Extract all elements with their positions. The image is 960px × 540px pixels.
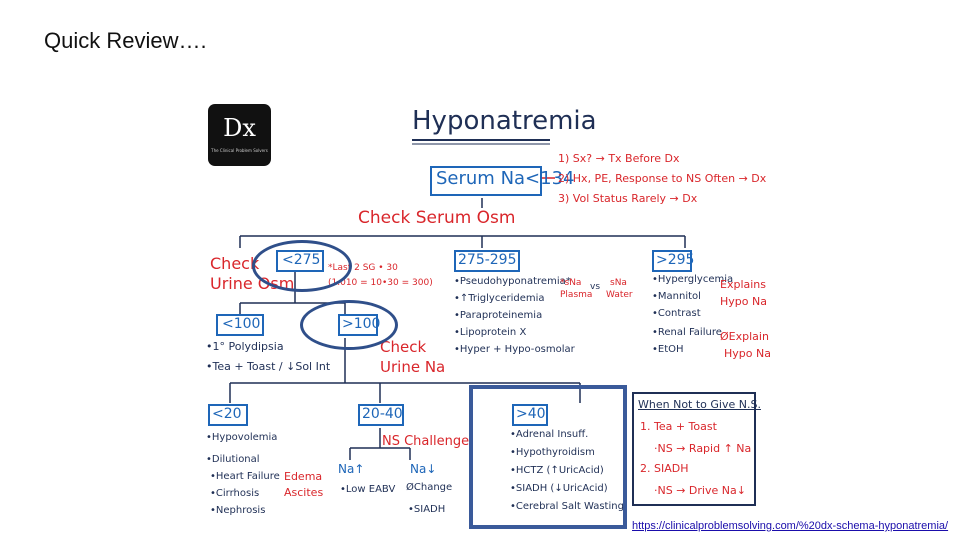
gt40-item-3: •HCTZ (↑UricAcid) (510, 465, 604, 476)
lt100-item-1: •1° Polydipsia (206, 340, 284, 353)
logo-subtitle: The Clinical Problem Solvers (211, 148, 268, 153)
ns-box-item-3: 2. SIADH (640, 462, 689, 475)
logo-text: Dx (223, 114, 256, 142)
lt20-label: <20 (212, 406, 242, 422)
lt100-item-2: •Tea + Toast / ↓Sol Int (206, 360, 331, 373)
plasma-label: Plasma (560, 290, 593, 300)
gt295-item-5: •EtOH (652, 344, 684, 355)
gt40-item-5: •Cerebral Salt Wasting (510, 501, 624, 512)
lt100-label: <100 (222, 316, 261, 332)
lt275-note-1: *Last 2 SG • 30 (328, 263, 398, 273)
serum-na-label: Serum Na<134 (436, 168, 575, 189)
hyponatremia-diagram: Dx The Clinical Problem Solvers Hyponatr… (200, 98, 771, 530)
gt40-item-1: •Adrenal Insuff. (510, 429, 589, 440)
no-explain-2: Hypo Na (724, 347, 771, 360)
lt100-box (216, 314, 264, 336)
gt295-item-2: •Mannitol (652, 291, 701, 302)
gt40-item-2: •Hypothyroidism (510, 447, 595, 458)
check-urine-osm-1: Check (210, 254, 260, 273)
lt20-item-2: •Dilutional (206, 454, 260, 465)
na-down-item-1: ØChange (406, 482, 453, 493)
lt20-item-3: •Heart Failure (210, 471, 280, 482)
no-explain-1: ØExplain (720, 330, 769, 343)
lt275-note-2: (1.010 = 10•30 = 300) (328, 278, 433, 288)
ascites-label: Ascites (284, 486, 324, 499)
range-item-5: •Hyper + Hypo-osmolar (454, 344, 575, 355)
gt295-item-4: •Renal Failure (652, 327, 722, 338)
lt20-item-4: •Cirrhosis (210, 488, 260, 499)
range-item-1: •Pseudohyponatremia* (454, 276, 571, 287)
vs-label: vs (590, 282, 601, 292)
ns-challenge-label: NS Challenge (382, 434, 470, 449)
note-2: 2) Hx, PE, Response to NS Often → Dx (558, 172, 767, 185)
range-item-2: •↑Triglyceridemia (454, 293, 545, 304)
lt20-box (208, 404, 248, 426)
na-down-item-2: •SIADH (408, 504, 446, 515)
edema-label: Edema (284, 470, 323, 483)
r20-40-box (358, 404, 404, 426)
water-label: Water (606, 290, 633, 300)
explains-2: Hypo Na (720, 295, 767, 308)
serum-na-box (430, 166, 542, 196)
ns-box (632, 392, 756, 506)
note-1: 1) Sx? → Tx Before Dx (558, 152, 680, 165)
range-item-4: •Lipoprotein X (454, 327, 527, 338)
ns-box-item-4: ·NS → Drive Na↓ (654, 484, 746, 497)
gt40-item-4: •SIADH (↓UricAcid) (510, 483, 608, 494)
ns-box-title: When Not to Give N.S. (638, 398, 761, 411)
na-up-label: Na↑ (338, 462, 365, 476)
sna-plasma-label: *sNa (560, 278, 582, 288)
gt40-label: >40 (516, 406, 546, 422)
range-box (454, 250, 520, 272)
explains-1: Explains (720, 278, 766, 291)
check-urine-na-2: Urine Na (380, 358, 446, 376)
range-label: 275-295 (458, 252, 517, 268)
dx-logo: Dx The Clinical Problem Solvers (208, 104, 271, 166)
ns-box-item-1: 1. Tea + Toast (640, 420, 717, 433)
na-down-label: Na↓ (410, 462, 437, 476)
slide-title: Quick Review…. (44, 28, 207, 53)
check-serum-osm: Check Serum Osm (358, 208, 516, 228)
lt20-item-5: •Nephrosis (210, 505, 266, 516)
highlight-circle-lt275 (252, 240, 352, 292)
source-link[interactable]: https://clinicalproblemsolving.com/%20dx… (632, 520, 949, 532)
check-urine-na-1: Check (380, 338, 427, 356)
ns-box-item-2: ·NS → Rapid ↑ Na (654, 442, 752, 455)
highlight-circle-gt100 (300, 300, 398, 350)
gt295-item-3: •Contrast (652, 308, 701, 319)
highlight-square-gt40 (469, 385, 627, 529)
na-up-item: •Low EABV (340, 484, 396, 495)
lt20-item-1: •Hypovolemia (206, 432, 278, 443)
diagram-title: Hyponatremia (412, 106, 597, 136)
gt295-item-1: •Hyperglycemia (652, 274, 734, 285)
note-3: 3) Vol Status Rarely → Dx (558, 192, 698, 205)
range-item-3: •Paraproteinemia (454, 310, 543, 321)
gt295-box (652, 250, 692, 272)
r20-40-label: 20-40 (362, 406, 403, 422)
sna-water-label: sNa (610, 278, 627, 288)
gt295-label: >295 (656, 252, 695, 268)
gt40-box (512, 404, 548, 426)
